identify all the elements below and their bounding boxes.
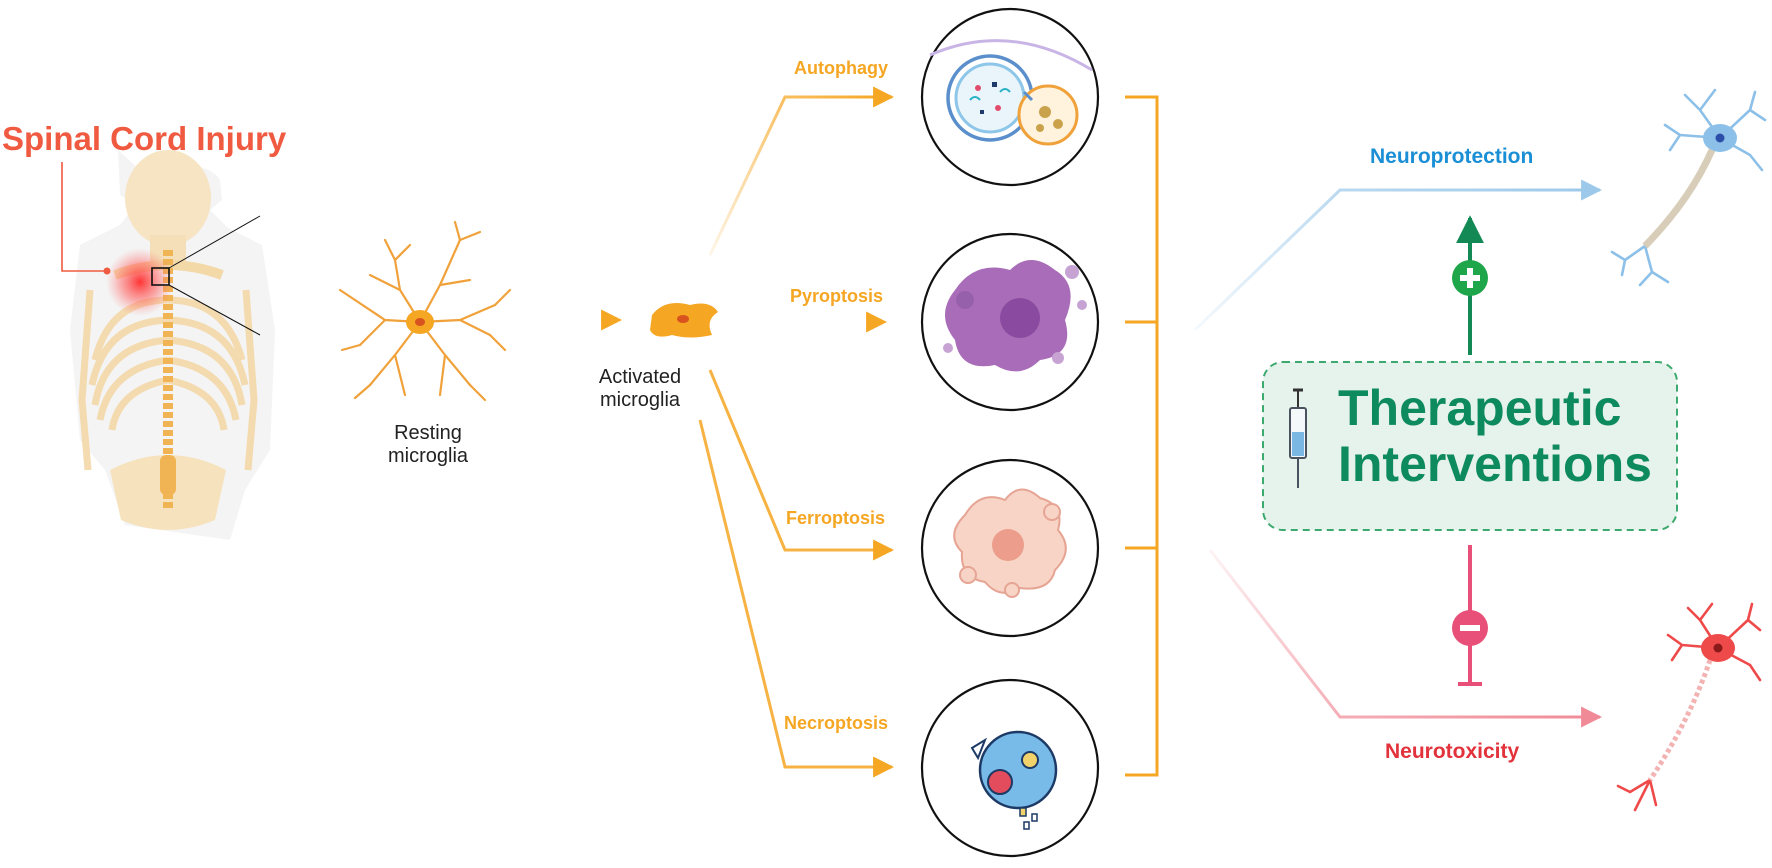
neurotoxicity-arrow (1208, 549, 1603, 728)
pathway-label-autophagy: Autophagy (794, 58, 888, 78)
damaged-neuron-illustration (1616, 602, 1762, 812)
minus-icon (1452, 610, 1488, 646)
resting-microglia-label: Resting microglia (387, 422, 469, 467)
zoom-box (151, 267, 170, 286)
therapy-title-line2: Interventions (1338, 436, 1652, 492)
figure-title: Spinal Cord Injury (2, 120, 287, 157)
injury-pointer-line (61, 162, 107, 272)
pyroptosis-circle (920, 232, 1100, 412)
therapy-box (1262, 361, 1678, 531)
body-skeleton-illustration (70, 150, 275, 540)
necroptosis-circle (920, 678, 1100, 858)
pathway-label-necroptosis: Necroptosis (784, 713, 889, 733)
ferroptosis-arrow (708, 369, 895, 561)
therapy-title: Therapeutic Interventions (1338, 380, 1652, 492)
activated-microglia-label: Activated microglia (598, 366, 682, 411)
zoom-line-top (168, 215, 261, 269)
autophagy-circle (920, 7, 1100, 187)
plus-icon (1452, 260, 1488, 296)
neuroprotection-arrow (1193, 179, 1603, 332)
syringe-icon (1289, 388, 1307, 488)
neurotoxicity-label: Neurotoxicity (1385, 740, 1520, 763)
pathway-label-pyroptosis: Pyroptosis (790, 286, 884, 306)
healthy-neuron-illustration (1610, 88, 1767, 287)
injury-pointer-dot (103, 267, 111, 275)
convergence-bracket (1125, 95, 1159, 777)
ferroptosis-circle (920, 458, 1100, 638)
necroptosis-arrow (698, 419, 895, 778)
autophagy-arrow (708, 86, 895, 256)
therapy-title-line1: Therapeutic (1338, 380, 1622, 436)
resting-microglia-nucleus (415, 318, 425, 326)
zoom-line-bottom (168, 284, 261, 336)
neuroprotection-label: Neuroprotection (1370, 145, 1534, 168)
pathway-label-ferroptosis: Ferroptosis (786, 508, 886, 528)
activated-microglia-nucleus (677, 315, 689, 323)
